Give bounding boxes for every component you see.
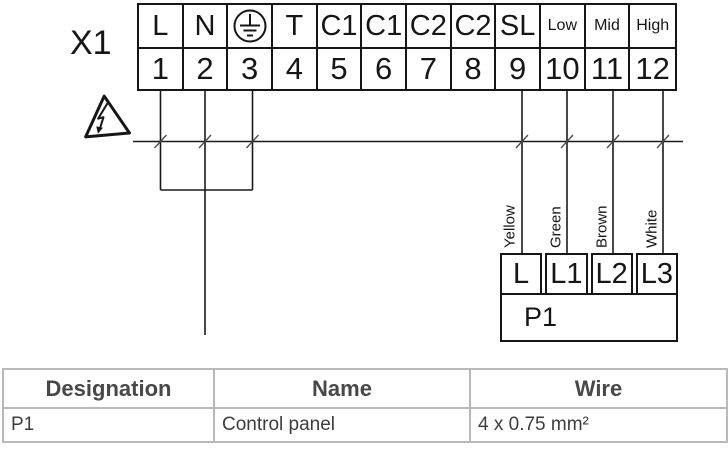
terminal-number-4: 4	[273, 49, 318, 89]
control-panel-terminals: L L1 L2 L3	[500, 253, 678, 293]
legend-cell-wire: 4 x 0.75 mm²	[469, 407, 728, 443]
terminal-label-C2b: C2	[451, 5, 497, 49]
terminal-label-pe	[228, 5, 273, 49]
terminal-label-mid: Mid	[585, 5, 631, 49]
terminal-label-C2a: C2	[407, 5, 452, 49]
legend-header-wire: Wire	[469, 368, 728, 409]
wire-color-label-brown: Brown	[593, 205, 611, 248]
terminal-block-id: X1	[70, 24, 112, 62]
terminal-number-9: 9	[496, 49, 541, 89]
terminal-label-N: N	[183, 5, 229, 49]
panel-terminal-L2: L2	[590, 253, 633, 293]
legend-cell-designation: P1	[2, 407, 215, 443]
legend-cell-name: Control panel	[213, 407, 471, 443]
wire-color-label-yellow: Yellow	[501, 205, 519, 248]
terminal-number-5: 5	[318, 49, 363, 89]
legend-header-row: Designation Name Wire	[2, 368, 728, 409]
panel-terminal-L3: L3	[635, 253, 678, 293]
terminal-number-3: 3	[228, 49, 273, 89]
protective-earth-icon	[233, 9, 267, 43]
panel-id-label: P1	[500, 293, 678, 342]
terminal-label-SL: SL	[496, 5, 541, 49]
terminal-label-L: L	[139, 5, 184, 49]
wire-color-label-green: Green	[547, 206, 565, 248]
wire-color-label-white: White	[643, 209, 661, 248]
panel-terminal-L1: L1	[545, 253, 588, 293]
terminal-block-x1: L N T C1 C1 C2 C2 SL Low Mid High 1 2 3 …	[137, 3, 677, 91]
wire-crossing-ticks	[154, 134, 670, 149]
legend-row-p1: P1 Control panel 4 x 0.75 mm²	[2, 407, 728, 443]
terminal-number-12: 12	[635, 51, 670, 86]
terminal-label-low: Low	[541, 5, 586, 49]
terminal-label-C1b: C1	[362, 5, 407, 49]
control-panel-block: L L1 L2 L3 P1	[500, 253, 678, 342]
legend-table: Designation Name Wire P1 Control panel 4…	[2, 368, 728, 443]
legend-header-name: Name	[213, 368, 471, 409]
terminal-label-high: High	[630, 5, 675, 49]
terminal-number-8: 8	[452, 49, 497, 89]
terminal-number-10: 10	[541, 49, 586, 89]
panel-terminal-L: L	[500, 253, 543, 293]
legend-header-designation: Designation	[2, 368, 215, 409]
terminal-number-11: 11	[586, 49, 631, 89]
terminal-label-T: T	[273, 5, 318, 49]
terminal-number-7: 7	[407, 49, 452, 89]
terminal-number-2: 2	[184, 49, 229, 89]
terminal-label-C1a: C1	[317, 5, 363, 49]
terminal-number-1: 1	[139, 49, 184, 89]
high-voltage-warning-icon	[84, 94, 131, 139]
terminal-number-6: 6	[362, 49, 407, 89]
